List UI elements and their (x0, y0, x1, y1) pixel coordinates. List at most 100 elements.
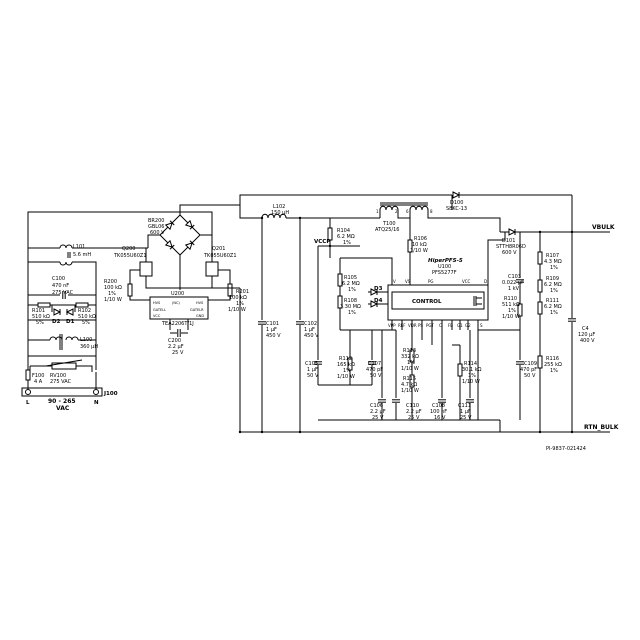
u100-pin-vpp: VPP (388, 323, 396, 328)
j100-connector (21, 387, 103, 397)
terminal-n-label: N (94, 400, 99, 406)
q201-ref: Q201 (212, 246, 225, 252)
r200-tolerance: 1% (108, 291, 116, 297)
l102-ref: L102 (273, 204, 285, 210)
u100-family: HiperPFS-5 (428, 258, 463, 264)
c100-rating: 275 VAC (52, 290, 74, 296)
r114-tolerance: 1% (468, 373, 476, 379)
u200-pin-hvs-left: HVS (153, 301, 161, 305)
c111-value: 1 µF (460, 409, 471, 415)
c109-voltage: 50 V (524, 373, 536, 379)
c102-ref: C102 (304, 321, 317, 327)
c111-voltage: 25 V (460, 415, 472, 421)
hiperpfs-u100 (368, 284, 489, 350)
c4-ref: C4 (582, 326, 589, 332)
t100-part: ATQ25/16 (375, 227, 399, 233)
l102-value: 150 µH (271, 210, 289, 216)
t100-pin-6: 6 (406, 209, 409, 214)
d100-ref: D100 (450, 200, 463, 206)
u200-pin-gnd: GND (196, 314, 204, 318)
c101-voltage: 450 V (266, 333, 281, 339)
controller-u200 (149, 296, 209, 320)
u100-pin-g2: G2 (465, 323, 471, 328)
r108-tolerance: 1% (348, 310, 356, 316)
t100-pin-1: 1 (376, 209, 379, 214)
r111-value: 6.2 MΩ (544, 304, 562, 310)
c105-ref: C105 (305, 361, 318, 367)
c107-value: 470 pF (366, 367, 383, 373)
r201-ref: R201 (236, 289, 249, 295)
br200-ref: BR200 (148, 218, 164, 224)
u100-pin-pgt: PGT (426, 323, 434, 328)
l100-value: 360 µH (80, 344, 98, 350)
bridge-section (127, 204, 240, 338)
r111-ref: R111 (546, 298, 559, 304)
u200-pin-gatell: GATELL (153, 308, 166, 312)
r102-ref: R102 (78, 308, 91, 314)
c110-ref: C110 (406, 403, 419, 409)
c102-voltage: 450 V (304, 333, 319, 339)
c105-voltage: 50 V (307, 373, 319, 379)
fuse-f100 (25, 369, 31, 381)
r101-tolerance: 5% (36, 320, 44, 326)
r110-power: 1/10 W (502, 314, 520, 320)
f100-ref: F100 (32, 373, 44, 379)
left-bias-network (313, 246, 500, 421)
c103-voltage: 1 kV (508, 286, 520, 292)
terminal-n (93, 389, 99, 395)
r105-ref: R105 (344, 275, 357, 281)
t100-ref: T100 (382, 221, 396, 227)
u200-part: TEA2206T/1J (161, 321, 194, 327)
input-range-unit: VAC (56, 405, 70, 412)
r113-value: 332 kΩ (401, 354, 419, 360)
u200-pin-nc: (NC) (172, 301, 180, 305)
u100-pin-d: D (484, 279, 487, 284)
c4-value: 120 µF (578, 332, 595, 338)
c106-value: 2.2 µF (370, 409, 386, 415)
drawing-id: PI-9837-021424 (546, 446, 586, 452)
c103-value: 0.022 µF (502, 280, 524, 286)
c108-ref: C108 (432, 403, 445, 409)
t100-pin-8: 8 (430, 209, 433, 214)
u200-ref: U200 (171, 291, 184, 297)
r104-value: 6.2 MΩ (337, 234, 355, 240)
r108-ref: R108 (344, 298, 357, 304)
u200-pin-hvs-right: HVS (196, 301, 204, 305)
u100-pin-ref: REF (398, 323, 406, 328)
r115-power: 1/10 W (401, 388, 419, 394)
q200-part: TK055U60Z1 (113, 253, 147, 259)
d101-ref: D101 (502, 238, 515, 244)
component-labels: L101 5.6 mH C100 470 nF 275 VAC R101 510… (26, 200, 619, 452)
r107-value: 4.3 MΩ (544, 259, 562, 265)
r106-power: 1/10 W (410, 248, 428, 254)
r109-tolerance: 1% (550, 288, 558, 294)
c109-ref: C109 (524, 361, 537, 367)
c103-ref: C103 (508, 274, 521, 280)
r113-tolerance: 1% (407, 360, 415, 366)
control-block (391, 291, 485, 310)
r201-value: 100 kΩ (229, 295, 247, 301)
c101-value: 1 µF (266, 327, 277, 333)
r104-tolerance: 1% (343, 240, 351, 246)
d2-ref: D2 (52, 319, 61, 325)
feedback-network (409, 330, 479, 420)
r114-ref: R114 (464, 361, 477, 367)
terminal-l (25, 389, 31, 395)
r200-value: 100 kΩ (104, 285, 122, 291)
r108-value: 3.30 MΩ (340, 304, 361, 310)
r113-power: 1/10 W (401, 366, 419, 372)
c107-voltage: 50 V (370, 373, 382, 379)
c4-voltage: 400 V (580, 338, 595, 344)
u100-pin-pg: PG (428, 279, 434, 284)
r102-value: 510 kΩ (78, 314, 96, 320)
rv100-ref: RV100 (50, 373, 66, 379)
gate-resistor-r106 (407, 239, 413, 285)
input-sense-divider (337, 257, 393, 330)
c110-voltage: 25 V (408, 415, 420, 421)
r111-tolerance: 1% (550, 310, 558, 316)
r201-power: 1/10 W (228, 307, 246, 313)
c107-ref: C107 (368, 361, 381, 367)
rv100-value: 275 VAC (50, 379, 72, 385)
c200-voltage: 25 V (172, 350, 184, 356)
